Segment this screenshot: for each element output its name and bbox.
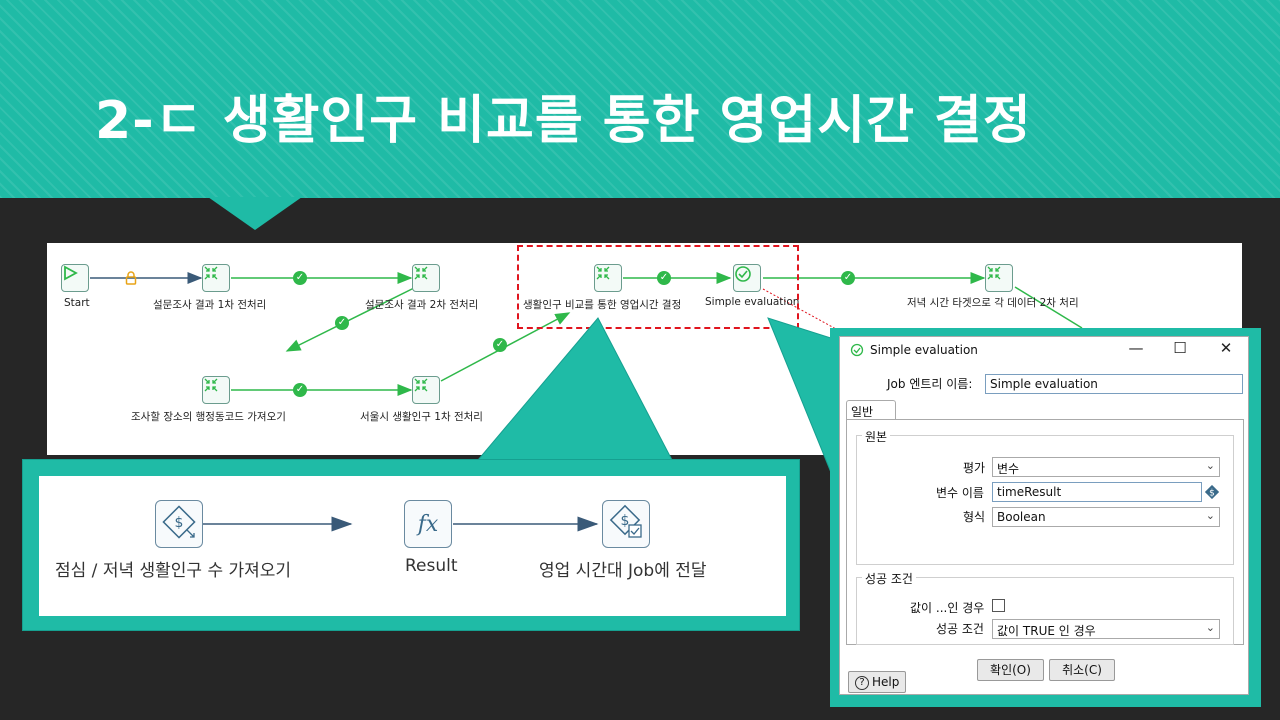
workflow-node[interactable] [733, 264, 761, 292]
get-variables-step[interactable]: $ [155, 500, 203, 548]
success-condition-label: 성공 조건 [936, 622, 984, 636]
node-label: 생활인구 비교를 통한 영업시간 결정 [523, 299, 682, 311]
source-group [856, 435, 1234, 565]
help-label: Help [872, 675, 900, 689]
callout-inner: $ 점심 / 저녁 생활인구 수 가져오기 fx Result $ 영업 시간대… [39, 476, 786, 616]
workflow-node[interactable] [202, 376, 230, 404]
cancel-button[interactable]: 취소(C) [1049, 659, 1115, 681]
ok-button[interactable]: 확인(O) [977, 659, 1044, 681]
type-select[interactable]: Boolean ⌄ [992, 507, 1220, 527]
if-value-checkbox[interactable] [992, 599, 1005, 612]
success-group-title: 성공 조건 [862, 570, 916, 587]
highlight-box [517, 245, 799, 329]
callout-hops [203, 516, 599, 532]
chevron-down-icon: ⌄ [1205, 459, 1215, 472]
hop-success-icon: ✓ [335, 316, 349, 330]
node-label: 저녁 시간 타겟으로 각 데이터 2차 처리 [907, 297, 1079, 309]
result-step[interactable]: fx [404, 500, 452, 548]
hop-success-icon: ✓ [841, 271, 855, 285]
success-group [856, 577, 1234, 645]
dollar-variable-icon: $ [161, 504, 197, 544]
lock-icon [125, 271, 137, 285]
type-value: Boolean [997, 510, 1046, 524]
set-variables-step[interactable]: $ [602, 500, 650, 548]
close-icon[interactable]: ✕ [1219, 339, 1233, 357]
simple-evaluation-dialog: Simple evaluation — ☐ ✕ Job 엔트리 이름: Simp… [839, 336, 1249, 695]
dollar-result-icon: $ [608, 504, 644, 544]
evaluate-select[interactable]: 변수 ⌄ [992, 457, 1220, 477]
node-label: Start [64, 297, 90, 309]
help-button[interactable]: ?Help [848, 671, 906, 693]
callout-panel: $ 점심 / 저녁 생활인구 수 가져오기 fx Result $ 영업 시간대… [22, 459, 800, 631]
header-notch [208, 197, 302, 230]
check-circle-icon [850, 343, 864, 360]
minimize-icon[interactable]: — [1128, 339, 1144, 357]
workflow-node[interactable] [202, 264, 230, 292]
hop-success-icon: ✓ [493, 338, 507, 352]
success-condition-select[interactable]: 값이 TRUE 인 경우 ⌄ [992, 619, 1220, 639]
step-label: 영업 시간대 Job에 전달 [539, 561, 707, 581]
fx-icon: fx [417, 511, 439, 537]
node-label: Simple evaluation [705, 296, 800, 308]
node-label: 서울시 생활인구 1차 전처리 [360, 411, 483, 423]
hop-success-icon: ✓ [293, 271, 307, 285]
entry-name-field[interactable]: Simple evaluation [985, 374, 1243, 394]
workflow-node[interactable] [412, 264, 440, 292]
if-value-label: 값이 ...인 경우 [910, 601, 985, 615]
slide-title: 2-ㄷ 생활인구 비교를 통한 영업시간 결정 [95, 91, 1032, 151]
slide-header [0, 0, 1280, 198]
help-icon: ? [855, 675, 869, 690]
success-condition-value: 값이 TRUE 인 경우 [997, 624, 1096, 638]
chevron-down-icon: ⌄ [1205, 621, 1215, 634]
step-label: Result [405, 556, 458, 576]
source-group-title: 원본 [862, 428, 891, 445]
node-label: 조사할 장소의 행정동코드 가져오기 [131, 411, 286, 423]
svg-text:$: $ [621, 513, 630, 529]
workflow-node[interactable] [412, 376, 440, 404]
hop-success-icon: ✓ [293, 383, 307, 397]
tab-general[interactable]: 일반 [846, 400, 896, 420]
evaluate-value: 변수 [997, 462, 1020, 476]
type-label: 형식 [963, 510, 986, 524]
variable-name-label: 변수 이름 [936, 486, 984, 500]
step-label: 점심 / 저녁 생활인구 수 가져오기 [55, 561, 292, 581]
node-label: 설문조사 결과 1차 전처리 [153, 299, 267, 311]
svg-text:$: $ [175, 515, 184, 531]
dialog-title: Simple evaluation [870, 343, 978, 357]
svg-text:$: $ [1209, 489, 1215, 499]
variable-name-field[interactable]: timeResult [992, 482, 1202, 502]
workflow-node[interactable] [594, 264, 622, 292]
evaluate-label: 평가 [963, 461, 986, 475]
workflow-node[interactable] [985, 264, 1013, 292]
variable-icon[interactable]: $ [1204, 484, 1220, 502]
node-label: 설문조사 결과 2차 전처리 [365, 299, 479, 311]
entry-name-label: Job 엔트리 이름: [887, 377, 973, 391]
hop-success-icon: ✓ [657, 271, 671, 285]
chevron-down-icon: ⌄ [1205, 509, 1215, 522]
start-node[interactable] [61, 264, 89, 292]
maximize-icon[interactable]: ☐ [1173, 339, 1187, 357]
